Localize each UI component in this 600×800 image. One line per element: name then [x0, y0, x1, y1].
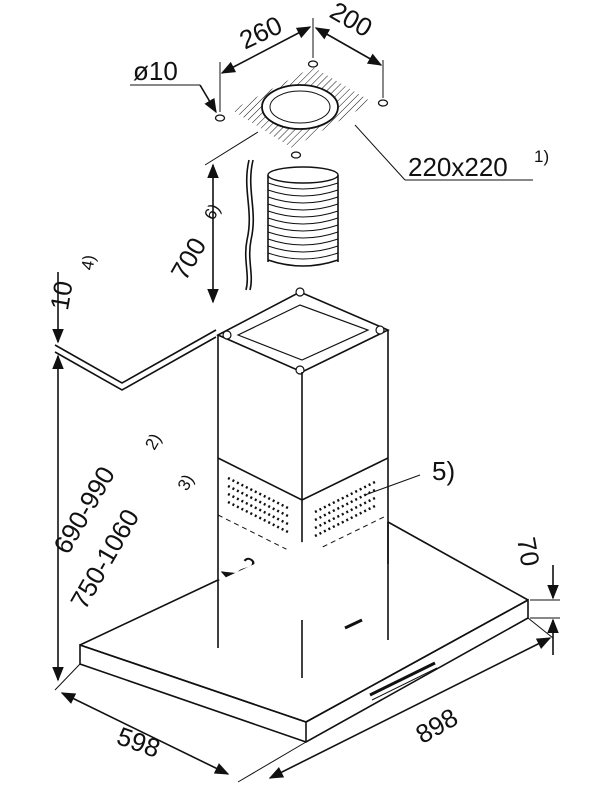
dimension-line-70 [530, 565, 560, 655]
vent-slots-left [227, 476, 291, 535]
dim-10-label: 10 [44, 279, 79, 313]
leader-hole-diameter [130, 84, 217, 114]
dim-70-label: 70 [511, 535, 546, 569]
dimension-line-200 [314, 27, 384, 98]
mount-plate-label: 220x220 [408, 152, 508, 182]
power-cable [244, 159, 255, 291]
dimension-line-260 [219, 18, 314, 112]
dim-260-label: 260 [235, 10, 287, 56]
mounting-hole [214, 60, 389, 159]
dim-10-note: 4) [78, 253, 99, 271]
hood-canopy [79, 521, 529, 743]
hole-diameter-label: ø10 [133, 56, 178, 86]
leader-ventilation [364, 474, 421, 496]
dim-700-label: 700 [165, 232, 213, 285]
height-range-1-note: 2) [141, 430, 165, 453]
dimension-line-700 [204, 131, 259, 304]
ceiling-mount-plate [232, 67, 372, 148]
ceiling-line [54, 329, 217, 391]
height-range-2-note: 3) [174, 471, 198, 494]
vent-slots-right [314, 479, 378, 538]
dimension-line-898 [268, 617, 554, 779]
mount-plate-note: 1) [534, 147, 549, 166]
dim-700-note: 6) [200, 201, 224, 224]
dim-200-label: 200 [325, 0, 378, 43]
leader-mount-plate [354, 124, 533, 181]
exhaust-hose [267, 166, 339, 267]
dim-598-label: 598 [113, 721, 164, 764]
ventilation-note: 5) [432, 456, 455, 486]
dim-898-label: 898 [410, 702, 463, 750]
chimney [216, 287, 390, 675]
